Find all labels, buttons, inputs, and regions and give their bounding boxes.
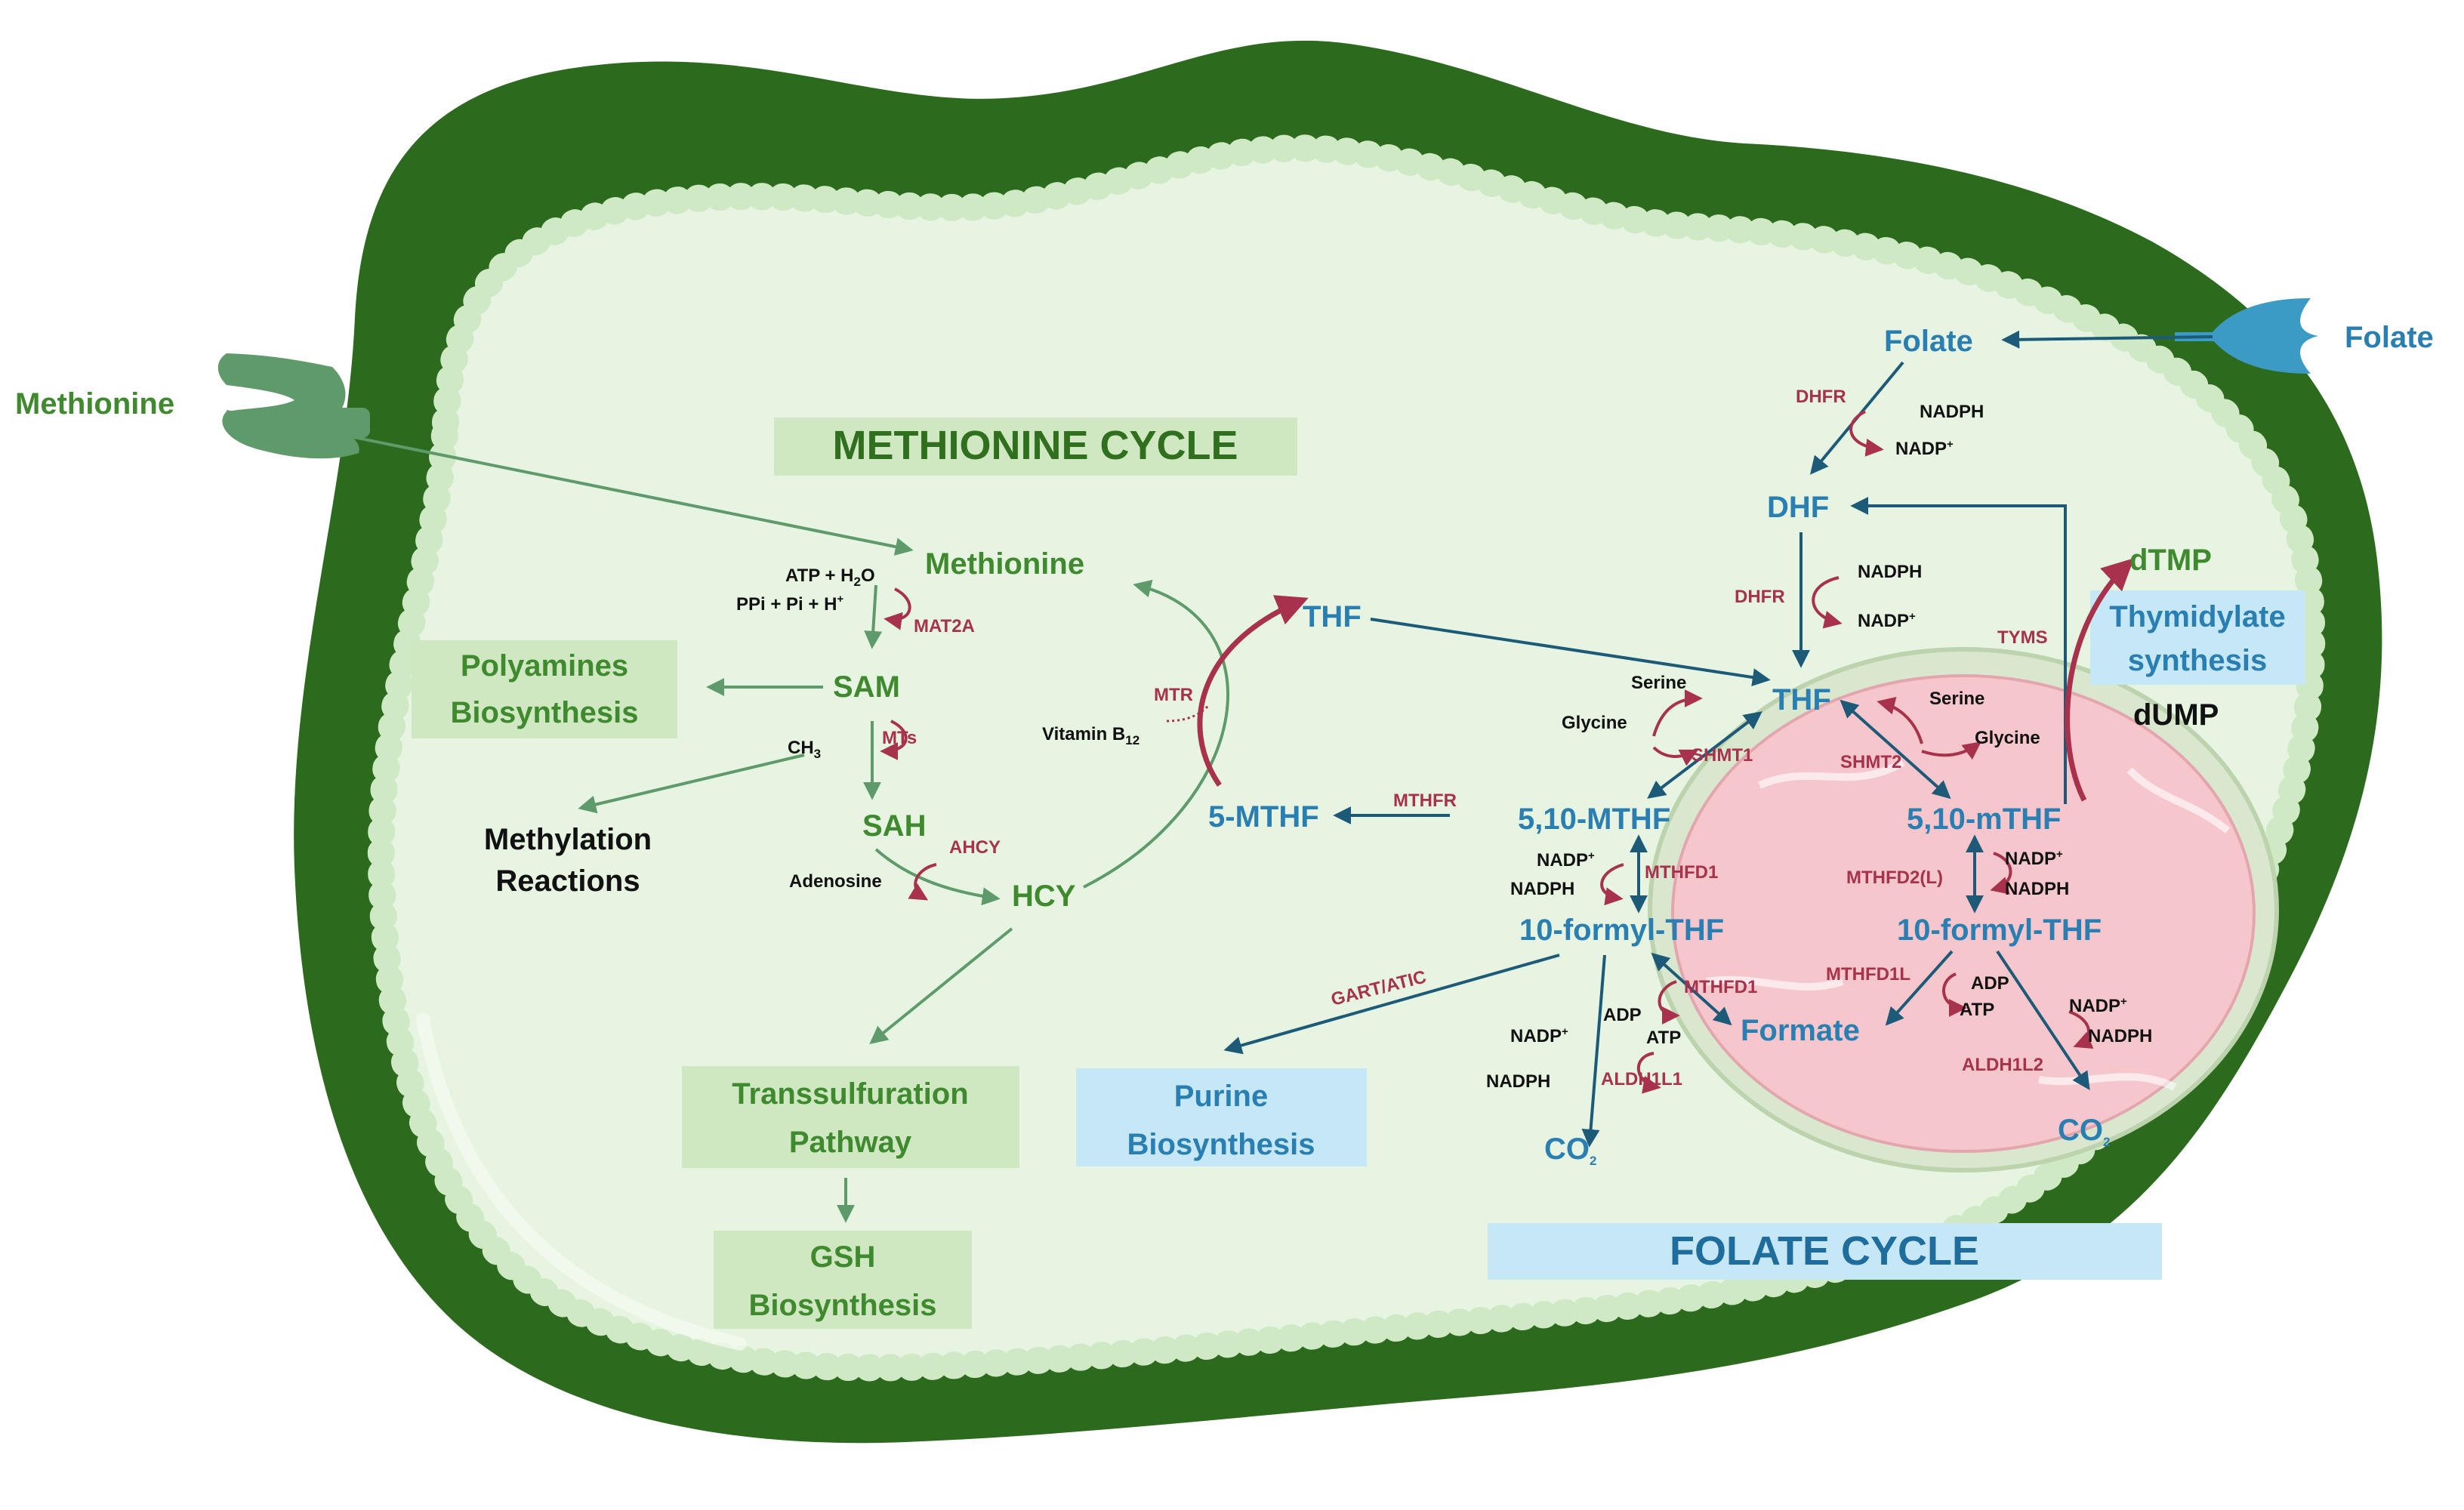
svg-text:ATP + H2O: ATP + H2O [785, 565, 875, 589]
svg-text:NADPH: NADPH [1920, 402, 1984, 422]
svg-text:NADP+: NADP+ [1537, 849, 1595, 871]
sah-node: SAH [862, 809, 926, 843]
methionine-cycle-title: METHIONINE CYCLE [832, 423, 1238, 468]
methionine-node: Methionine [925, 547, 1084, 581]
dump-node: dUMP [2133, 698, 2219, 732]
svg-text:MTR: MTR [1154, 685, 1193, 705]
svg-text:DHFR: DHFR [1735, 587, 1785, 607]
enzyme-arrows [880, 410, 2135, 1094]
svg-text:NADPH: NADPH [1858, 562, 1922, 582]
svg-text:DHFR: DHFR [1796, 387, 1846, 407]
5-mthf-node: 5-MTHF [1208, 800, 1319, 834]
vitamin-b12-link [1166, 704, 1210, 723]
10-formyl-thf-mito-node: 10-formyl-THF [1897, 914, 2102, 947]
folate-external: Folate [2345, 321, 2434, 354]
methionine-external: Methionine [15, 387, 174, 421]
svg-text:NADPH: NADPH [2005, 879, 2069, 899]
svg-text:PPi + Pi + H+: PPi + Pi + H+ [736, 593, 843, 615]
methionine-cycle-arrows [226, 410, 1230, 1223]
svg-text:NADP+: NADP+ [1510, 1025, 1568, 1046]
5-10-mthf-mito-node: 5,10-mTHF [1907, 803, 2062, 836]
svg-text:ATP: ATP [1960, 1000, 1994, 1020]
svg-text:Vitamin B12: Vitamin B12 [1042, 724, 1139, 747]
methionine-cycle-box [774, 418, 1297, 476]
svg-text:TYMS: TYMS [1997, 627, 2048, 648]
cofactors: ATP + H2O PPi + Pi + H+ CH3 Adenosine Vi… [736, 402, 2152, 1092]
svg-text:ADP: ADP [1971, 973, 2009, 994]
svg-text:ALDH1L2: ALDH1L2 [1962, 1055, 2043, 1075]
svg-text:CH3: CH3 [788, 738, 821, 761]
svg-text:SHMT1: SHMT1 [1691, 745, 1753, 766]
mitochondrion [1648, 647, 2279, 1173]
thf-left-node: THF [1303, 600, 1362, 633]
svg-text:NADP+: NADP+ [2005, 848, 2063, 869]
svg-text:NADPH: NADPH [2088, 1026, 2152, 1046]
svg-text:MTHFD1L: MTHFD1L [1826, 964, 1910, 985]
svg-text:AHCY: AHCY [949, 837, 1001, 858]
folate-cycle-title: FOLATE CYCLE [1670, 1228, 1979, 1274]
svg-text:Serine: Serine [1929, 689, 1984, 709]
polyamines-box [412, 640, 677, 738]
svg-text:Serine: Serine [1631, 673, 1686, 693]
formate-node: Formate [1741, 1014, 1860, 1047]
svg-text:MTHFD1: MTHFD1 [1684, 977, 1757, 997]
svg-text:MTs: MTs [882, 728, 917, 748]
svg-text:Glycine: Glycine [1975, 728, 2040, 748]
gsh-box [714, 1231, 972, 1329]
svg-text:MTHFR: MTHFR [1393, 790, 1457, 811]
svg-text:Adenosine: Adenosine [789, 871, 882, 892]
folate-node: Folate [1884, 325, 1973, 358]
thf-node: THF [1772, 683, 1831, 716]
svg-text:NADP+: NADP+ [1895, 438, 1954, 459]
10-formyl-thf-cyto-node: 10-formyl-THF [1519, 914, 1724, 947]
sam-node: SAM [833, 670, 900, 704]
svg-text:MTHFD1: MTHFD1 [1645, 862, 1718, 883]
svg-text:NADP+: NADP+ [1858, 610, 1916, 631]
svg-text:MTHFD2(L): MTHFD2(L) [1846, 867, 1943, 888]
svg-text:ALDH1L1: ALDH1L1 [1601, 1069, 1682, 1089]
enzymes: MAT2A MTs AHCY MTR MTHFR DHFR DHFR SHMT1… [882, 387, 2048, 1089]
svg-text:SHMT2: SHMT2 [1840, 752, 1901, 772]
folate-cycle-box [1488, 1223, 2162, 1280]
5-10-mthf-cyto-node: 5,10-MTHF [1518, 803, 1670, 836]
svg-text:MAT2A: MAT2A [914, 616, 975, 636]
dhf-node: DHF [1767, 491, 1829, 524]
dtmp-node: dTMP [2129, 544, 2212, 577]
co2-mito-node: CO2 [2058, 1114, 2110, 1149]
svg-text:NADP+: NADP+ [2069, 995, 2127, 1016]
svg-text:NADPH: NADPH [1486, 1071, 1550, 1092]
svg-text:Glycine: Glycine [1562, 713, 1627, 733]
co2-cyto-node: CO2 [1544, 1132, 1596, 1168]
svg-text:ATP: ATP [1646, 1028, 1681, 1048]
transsulfuration-box [682, 1066, 1019, 1168]
svg-text:NADPH: NADPH [1510, 879, 1574, 899]
svg-text:ADP: ADP [1603, 1005, 1642, 1025]
thymidylate-box [2090, 590, 2305, 685]
hcy-node: HCY [1012, 880, 1076, 913]
purine-box [1076, 1068, 1367, 1166]
